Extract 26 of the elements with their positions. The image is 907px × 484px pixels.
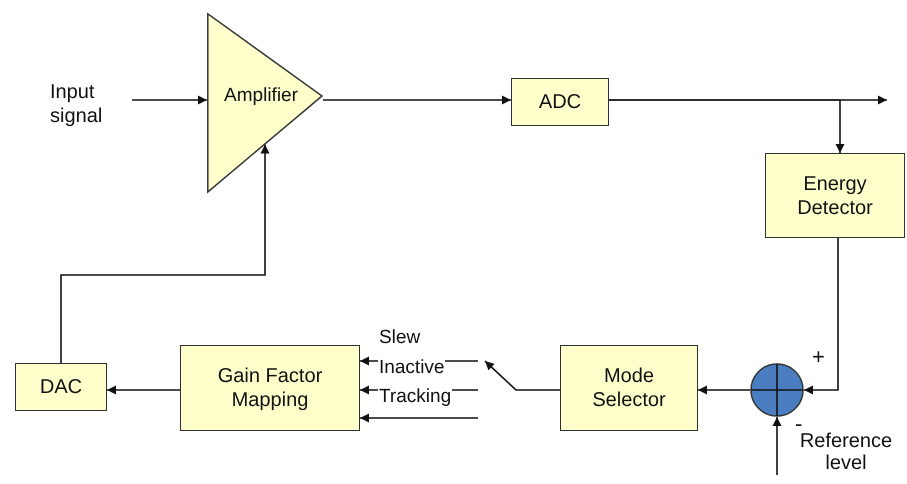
arrow [484, 360, 560, 391]
block-label: Amplifier [224, 84, 298, 108]
block-label: ADC [538, 90, 582, 114]
arrow [698, 386, 750, 394]
block-label: Gain Factor Mapping [216, 364, 324, 412]
arrow [804, 238, 839, 394]
process-box [15, 363, 107, 411]
arrow [132, 96, 207, 104]
block-label: DAC [38, 375, 84, 399]
arrow [360, 414, 478, 422]
block-label: Mode Selector [591, 364, 667, 412]
process-box [765, 153, 905, 238]
input-label: Input signal [50, 80, 104, 128]
arrow [60, 144, 270, 363]
summing-junction [750, 363, 804, 417]
process-box [560, 345, 698, 431]
amplifier-triangle [207, 13, 323, 193]
edge-label: Tracking [378, 387, 452, 408]
arrow [772, 417, 782, 475]
arrow [323, 96, 511, 104]
process-box [511, 78, 609, 126]
block-label: Energy Detector [796, 172, 874, 220]
arrow [609, 99, 844, 153]
arrow [107, 386, 180, 394]
plus-sign: + [812, 345, 825, 370]
process-box [180, 345, 360, 431]
